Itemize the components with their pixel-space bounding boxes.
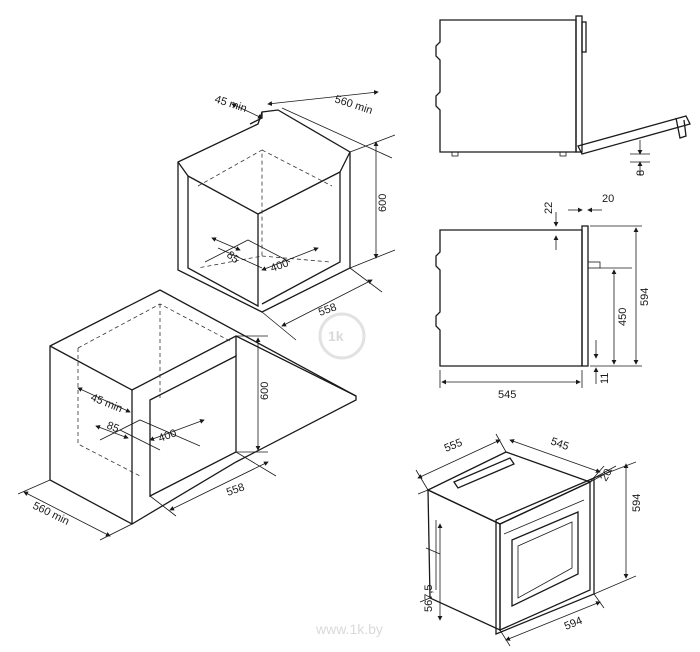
- lower-cabinet-niche: [49, 289, 357, 525]
- isometric-oven: [425, 451, 595, 635]
- side-594-label: 594: [639, 288, 651, 306]
- lower-400-label: 400: [157, 427, 178, 445]
- side-view-door-open: 8: [435, 15, 691, 176]
- side-11-label: 11: [599, 373, 611, 384]
- iso-594-width-label: 594: [563, 615, 585, 633]
- lower-85-label: 85: [105, 420, 121, 436]
- isometric-dimensions: 555 545 20 594 567,5 594: [415, 433, 643, 647]
- iso-545-label: 545: [549, 436, 570, 454]
- side-22-label: 22: [543, 202, 555, 214]
- lower-558-label: 558: [225, 481, 246, 499]
- watermark-url: www.1k.by: [315, 621, 383, 637]
- watermark: 1k www.1k.by: [315, 312, 383, 637]
- upper-400-label: 400: [269, 257, 290, 275]
- side-450-label: 450: [617, 308, 629, 326]
- lower-560min-label: 560 min: [31, 500, 71, 528]
- lower-45min-label: 45 min: [89, 392, 124, 415]
- side-8-label: 8: [635, 170, 647, 176]
- side-view-dimensioned: 22 20 594 450 11 545: [435, 193, 651, 401]
- upper-cabinet-niche: [177, 109, 351, 313]
- iso-594-height-label: 594: [631, 494, 643, 512]
- watermark-logo: 1k: [328, 328, 344, 344]
- watermark-logo-circle: [318, 312, 366, 360]
- upper-560min-label: 560 min: [333, 93, 374, 117]
- upper-45min-label: 45 min: [213, 93, 248, 115]
- iso-20-label: 20: [598, 467, 615, 484]
- upper-600-label: 600: [377, 194, 389, 212]
- iso-555-label: 555: [443, 437, 465, 455]
- iso-567-5-label: 567,5: [423, 584, 435, 612]
- upper-dimensions: 45 min 560 min 600 85 400 558: [211, 90, 396, 341]
- side-20-label: 20: [602, 193, 614, 205]
- lower-dimensions: 45 min 85 400 600 558 560 min: [17, 335, 277, 541]
- lower-600-label: 600: [259, 382, 271, 400]
- side-545-label: 545: [498, 389, 516, 401]
